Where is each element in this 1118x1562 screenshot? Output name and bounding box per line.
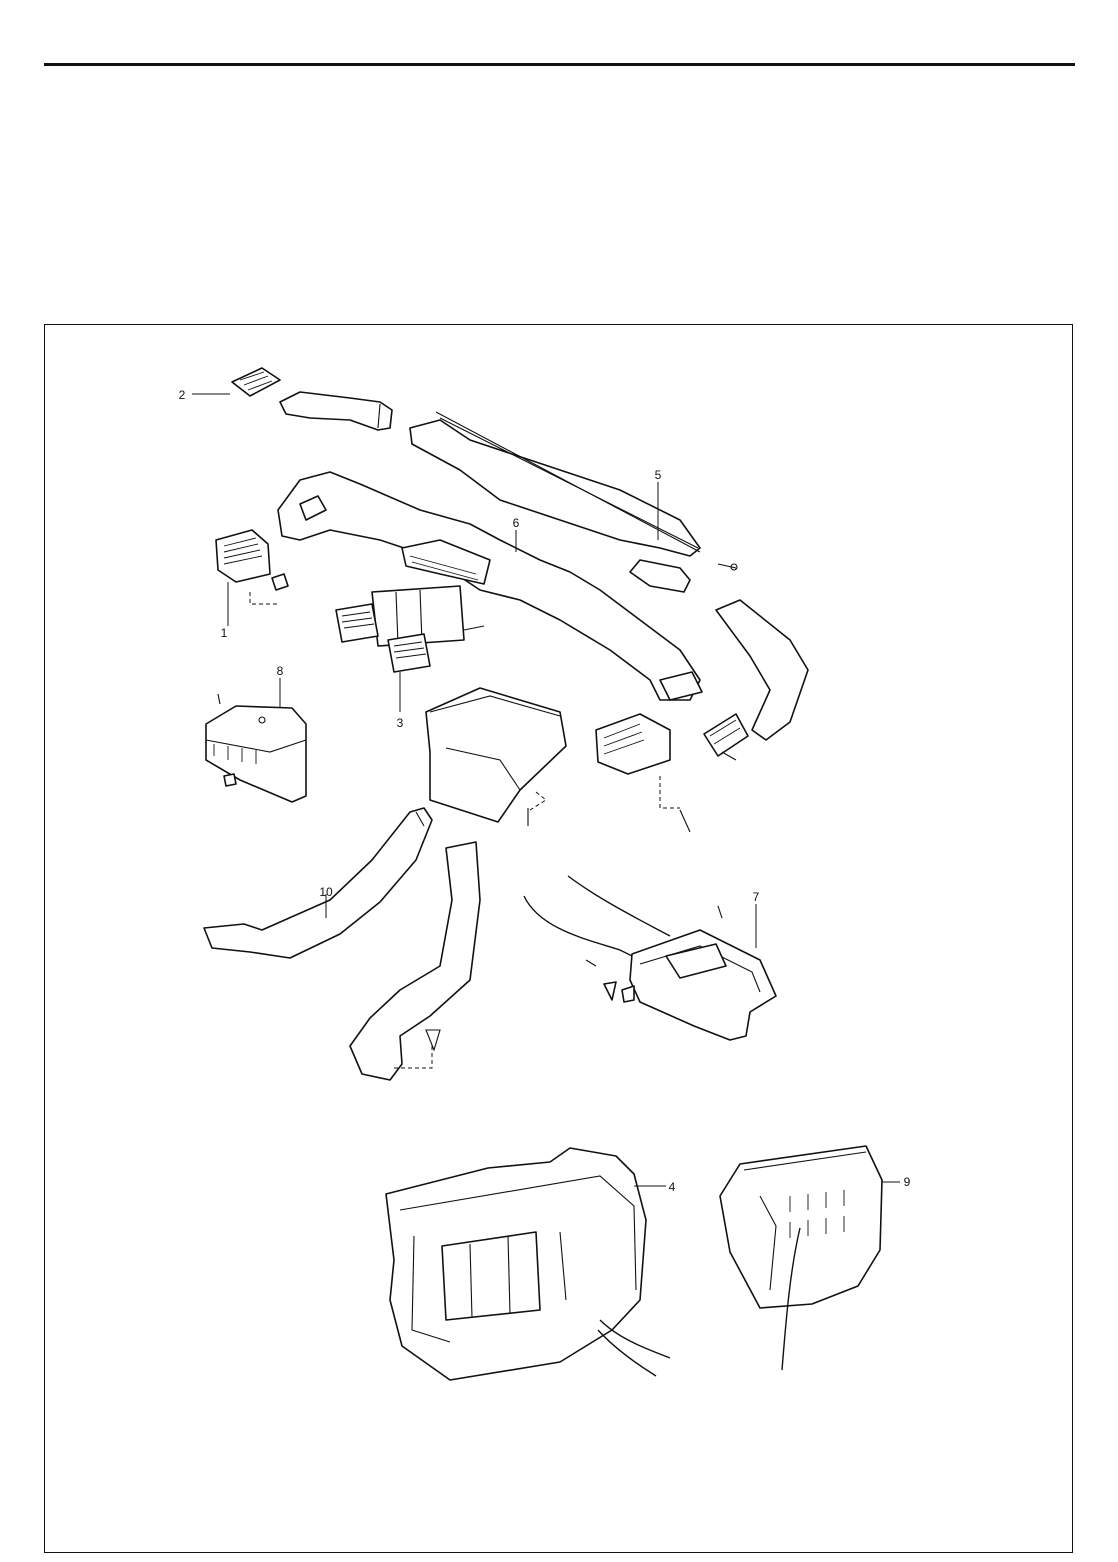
callout-7: 7 <box>753 890 760 904</box>
blower-unit-part-9 <box>720 1146 900 1370</box>
heater-unit-part-4 <box>386 1148 670 1380</box>
center-vents-part-3 <box>336 586 484 712</box>
floor-duct-part-10 <box>204 808 432 958</box>
callout-5: 5 <box>655 468 662 482</box>
callout-8: 8 <box>277 664 284 678</box>
callout-1: 1 <box>221 626 228 640</box>
left-vent-part-1 <box>216 530 288 626</box>
control-unit-part-8 <box>206 678 306 802</box>
callout-4: 4 <box>669 1180 676 1194</box>
callout-2: 2 <box>179 388 186 402</box>
control-panel-part-7 <box>524 876 776 1040</box>
callout-6: 6 <box>513 516 520 530</box>
callout-9: 9 <box>904 1175 911 1189</box>
center-lower-duct <box>426 688 566 826</box>
callout-3: 3 <box>397 716 404 730</box>
side-vent-part-2 <box>232 368 392 430</box>
callout-10: 10 <box>319 885 333 899</box>
